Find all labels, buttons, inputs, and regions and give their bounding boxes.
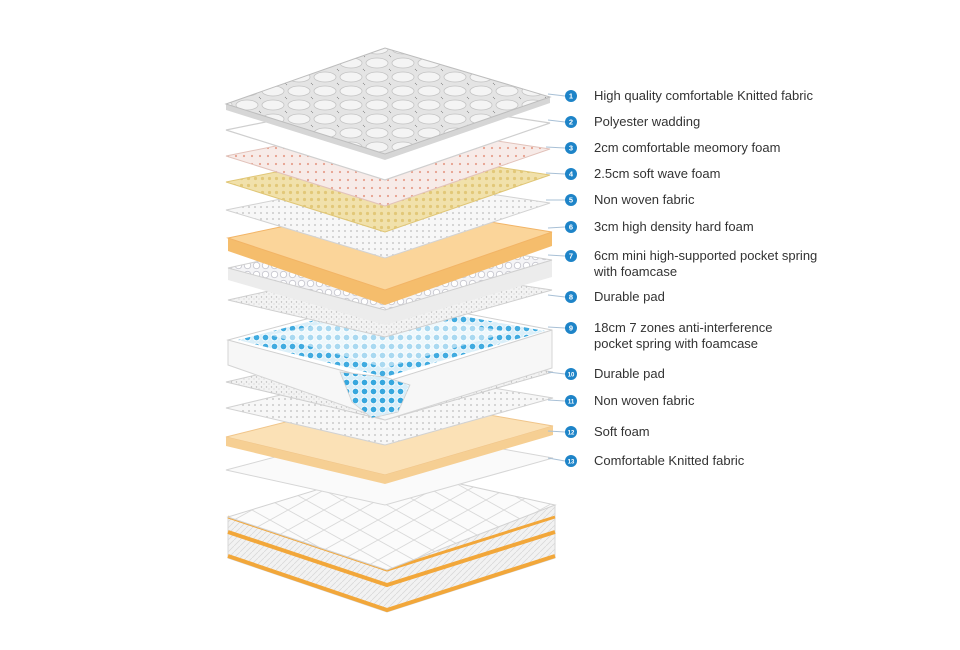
- soft-foam-edge: [226, 426, 553, 484]
- marker-number-6: 6: [569, 223, 573, 232]
- leader-line-1: [547, 93, 566, 97]
- layer-label-6: 3cm high density hard foam: [594, 219, 754, 235]
- marker-number-2: 2: [569, 118, 573, 127]
- layer-label-2: Polyester wadding: [594, 114, 700, 130]
- layer-label-line: 18cm 7 zones anti-interference: [594, 320, 773, 335]
- layer-label-3: 2cm comfortable meomory foam: [594, 140, 780, 156]
- marker-circle-4: [565, 168, 577, 180]
- marker-number-7: 7: [569, 252, 573, 261]
- layer-label-line: High quality comfortable Knitted fabric: [594, 88, 813, 103]
- marker-circle-3: [565, 142, 577, 154]
- layer-label-line: 6cm mini high-supported pocket spring: [594, 248, 818, 263]
- number-marker-6: 6: [565, 221, 577, 233]
- number-marker-8: 8: [565, 291, 577, 303]
- layer-base-mattress: [226, 467, 557, 613]
- leader-line-6: [547, 226, 566, 229]
- layer-label-line: Non woven fabric: [594, 192, 695, 207]
- layer-label-line: Polyester wadding: [594, 114, 701, 129]
- marker-number-8: 8: [569, 293, 573, 302]
- marker-circle-2: [565, 116, 577, 128]
- marker-circle-6: [565, 221, 577, 233]
- leader-line-10: [547, 371, 566, 375]
- layer-label-4: 2.5cm soft wave foam: [594, 166, 720, 182]
- layer-label-line: Comfortable Knitted fabric: [594, 453, 745, 468]
- number-marker-11: 11: [565, 395, 577, 407]
- leader-line-11: [547, 399, 566, 402]
- layer-label-line: with foamcase: [594, 264, 678, 279]
- leader-line-3: [545, 146, 566, 149]
- layer-label-5: Non woven fabric: [594, 192, 694, 208]
- marker-number-10: 10: [568, 373, 575, 379]
- marker-number-3: 3: [569, 144, 573, 153]
- marker-number-13: 13: [568, 460, 575, 466]
- layer-label-line: Soft foam: [594, 424, 650, 439]
- number-marker-4: 4: [565, 168, 577, 180]
- marker-number-12: 12: [568, 431, 575, 437]
- marker-number-4: 4: [569, 170, 574, 179]
- number-marker-13: 13: [565, 455, 577, 467]
- number-marker-3: 3: [565, 142, 577, 154]
- marker-number-5: 5: [569, 196, 573, 205]
- leader-lines: [545, 93, 566, 462]
- marker-circle-5: [565, 194, 577, 206]
- leader-line-9: [547, 326, 566, 329]
- marker-circle-10: [565, 368, 577, 380]
- layer-label-line: pocket spring with foamcase: [594, 336, 759, 351]
- marker-circle-1: [565, 90, 577, 102]
- layer-label-8: Durable pad: [594, 289, 665, 305]
- layer-label-11: Non woven fabric: [594, 393, 694, 409]
- marker-circle-9: [565, 322, 577, 334]
- number-marker-12: 12: [565, 426, 577, 438]
- number-marker-2: 2: [565, 116, 577, 128]
- number-marker-7: 7: [565, 250, 577, 262]
- layer-label-line: 3cm high density hard foam: [594, 219, 754, 234]
- layer-label-line: 2.5cm soft wave foam: [594, 166, 721, 181]
- marker-circle-12: [565, 426, 577, 438]
- marker-circle-7: [565, 250, 577, 262]
- number-marker-5: 5: [565, 194, 577, 206]
- layer-quilted-top-fabric: [224, 47, 552, 160]
- layer-label-13: Comfortable Knitted fabric: [594, 453, 744, 469]
- layer-label-line: Durable pad: [594, 289, 665, 304]
- number-marker-9: 9: [565, 322, 577, 334]
- marker-number-9: 9: [569, 324, 573, 333]
- layer-label-line: Durable pad: [594, 366, 665, 381]
- marker-circle-13: [565, 455, 577, 467]
- leader-line-2: [547, 119, 566, 123]
- layer-label-12: Soft foam: [594, 424, 650, 440]
- marker-circle-8: [565, 291, 577, 303]
- layer-label-1: High quality comfortable Knitted fabric: [594, 88, 813, 104]
- leader-line-13: [547, 457, 566, 462]
- number-marker-1: 1: [565, 90, 577, 102]
- marker-number-1: 1: [569, 92, 573, 101]
- leader-line-7: [547, 254, 566, 257]
- marker-number-11: 11: [568, 400, 575, 406]
- number-marker-10: 10: [565, 368, 577, 380]
- layer-label-line: Non woven fabric: [594, 393, 695, 408]
- leader-line-12: [547, 430, 566, 433]
- leader-line-8: [547, 294, 566, 298]
- layer-label-10: Durable pad: [594, 366, 665, 382]
- leader-line-4: [545, 172, 566, 175]
- marker-circle-11: [565, 395, 577, 407]
- layer-label-line: 2cm comfortable meomory foam: [594, 140, 781, 155]
